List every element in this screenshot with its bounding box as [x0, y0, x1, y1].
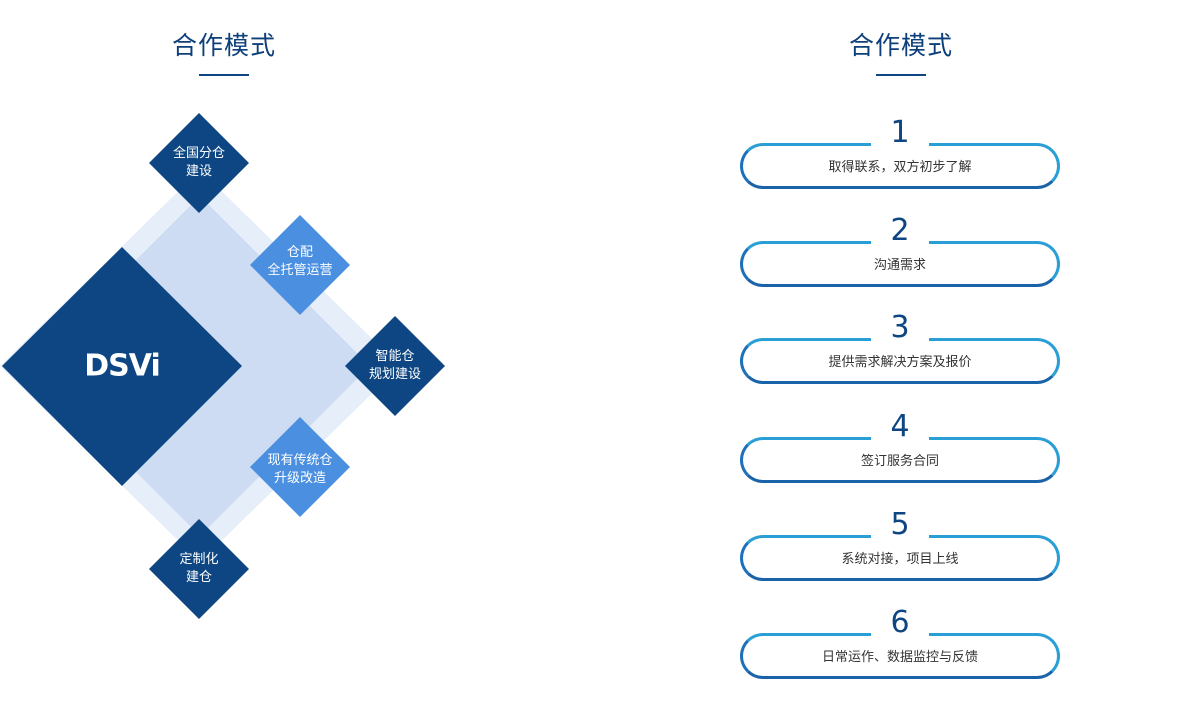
label-line: 建设: [185, 164, 213, 179]
label-line: 定制化: [179, 552, 219, 567]
label-line: 建仓: [185, 570, 213, 585]
step-3: 3 提供需求解决方案及报价: [740, 308, 1060, 384]
step-4: 4 签订服务合同: [740, 407, 1060, 483]
step-label: 日常运作、数据监控与反馈: [821, 650, 978, 665]
step-label: 签订服务合同: [860, 454, 939, 469]
label-line: 智能仓: [375, 349, 415, 364]
step-label: 沟通需求: [873, 258, 926, 273]
diagram-graphic: [0, 113, 445, 619]
step-number: 5: [871, 505, 929, 545]
step-number: 3: [871, 308, 929, 348]
left-section-title: 合作模式: [171, 31, 276, 60]
diamond-label-upgrade: 现有传统仓 升级改造: [267, 452, 332, 488]
company-logo: DSVi: [84, 348, 160, 384]
diamond-label-full-hosting: 仓配 全托管运营: [267, 244, 332, 280]
step-2: 2 沟通需求: [740, 211, 1060, 287]
label-line: 全托管运营: [267, 263, 333, 278]
diamond-label-national-warehouse: 全国分仓 建设: [173, 145, 225, 181]
label-line: 规划建设: [368, 367, 422, 382]
step-label: 取得联系，双方初步了解: [828, 160, 972, 175]
step-number: 1: [871, 113, 929, 153]
diamond-custom-build: [149, 519, 249, 619]
diamond-upgrade: [250, 417, 350, 517]
diamond-smart-warehouse: [345, 316, 445, 416]
left-title-underline: [199, 74, 249, 76]
step-5: 5 系统对接，项目上线: [740, 505, 1060, 581]
diamond-full-hosting: [250, 215, 350, 315]
step-1: 1 取得联系，双方初步了解: [740, 113, 1060, 189]
label-line: 升级改造: [273, 471, 327, 486]
label-line: 仓配: [286, 245, 314, 260]
label-line: 现有传统仓: [267, 453, 333, 468]
diamond-label-smart-warehouse: 智能仓 规划建设: [369, 348, 421, 384]
diamond-label-custom-build: 定制化 建仓: [179, 551, 218, 587]
right-title-underline: [876, 74, 926, 76]
diamond-national-warehouse: [149, 113, 249, 213]
label-line: 全国分仓: [172, 146, 226, 161]
right-section-title: 合作模式: [848, 31, 953, 60]
cooperation-mode-diagram: DSVi 全国分仓 建设 仓配 全托管运营 智能仓 规划建设 现有传统仓 升级改…: [0, 100, 460, 640]
step-number: 6: [871, 603, 929, 643]
step-label: 提供需求解决方案及报价: [828, 355, 972, 370]
step-6: 6 日常运作、数据监控与反馈: [740, 603, 1060, 679]
step-number: 2: [871, 211, 929, 251]
step-label: 系统对接，项目上线: [841, 552, 959, 567]
step-number: 4: [871, 407, 929, 447]
logo-diamond: [2, 247, 242, 486]
